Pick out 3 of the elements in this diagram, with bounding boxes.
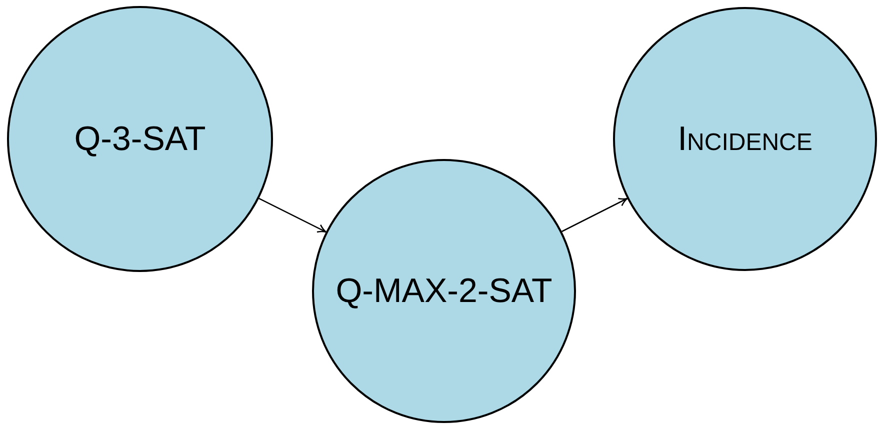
node-label: Q-MAX-2-SAT [336, 272, 552, 310]
node-label: Incidence [678, 120, 812, 158]
node-label: Q-3-SAT [74, 120, 206, 158]
